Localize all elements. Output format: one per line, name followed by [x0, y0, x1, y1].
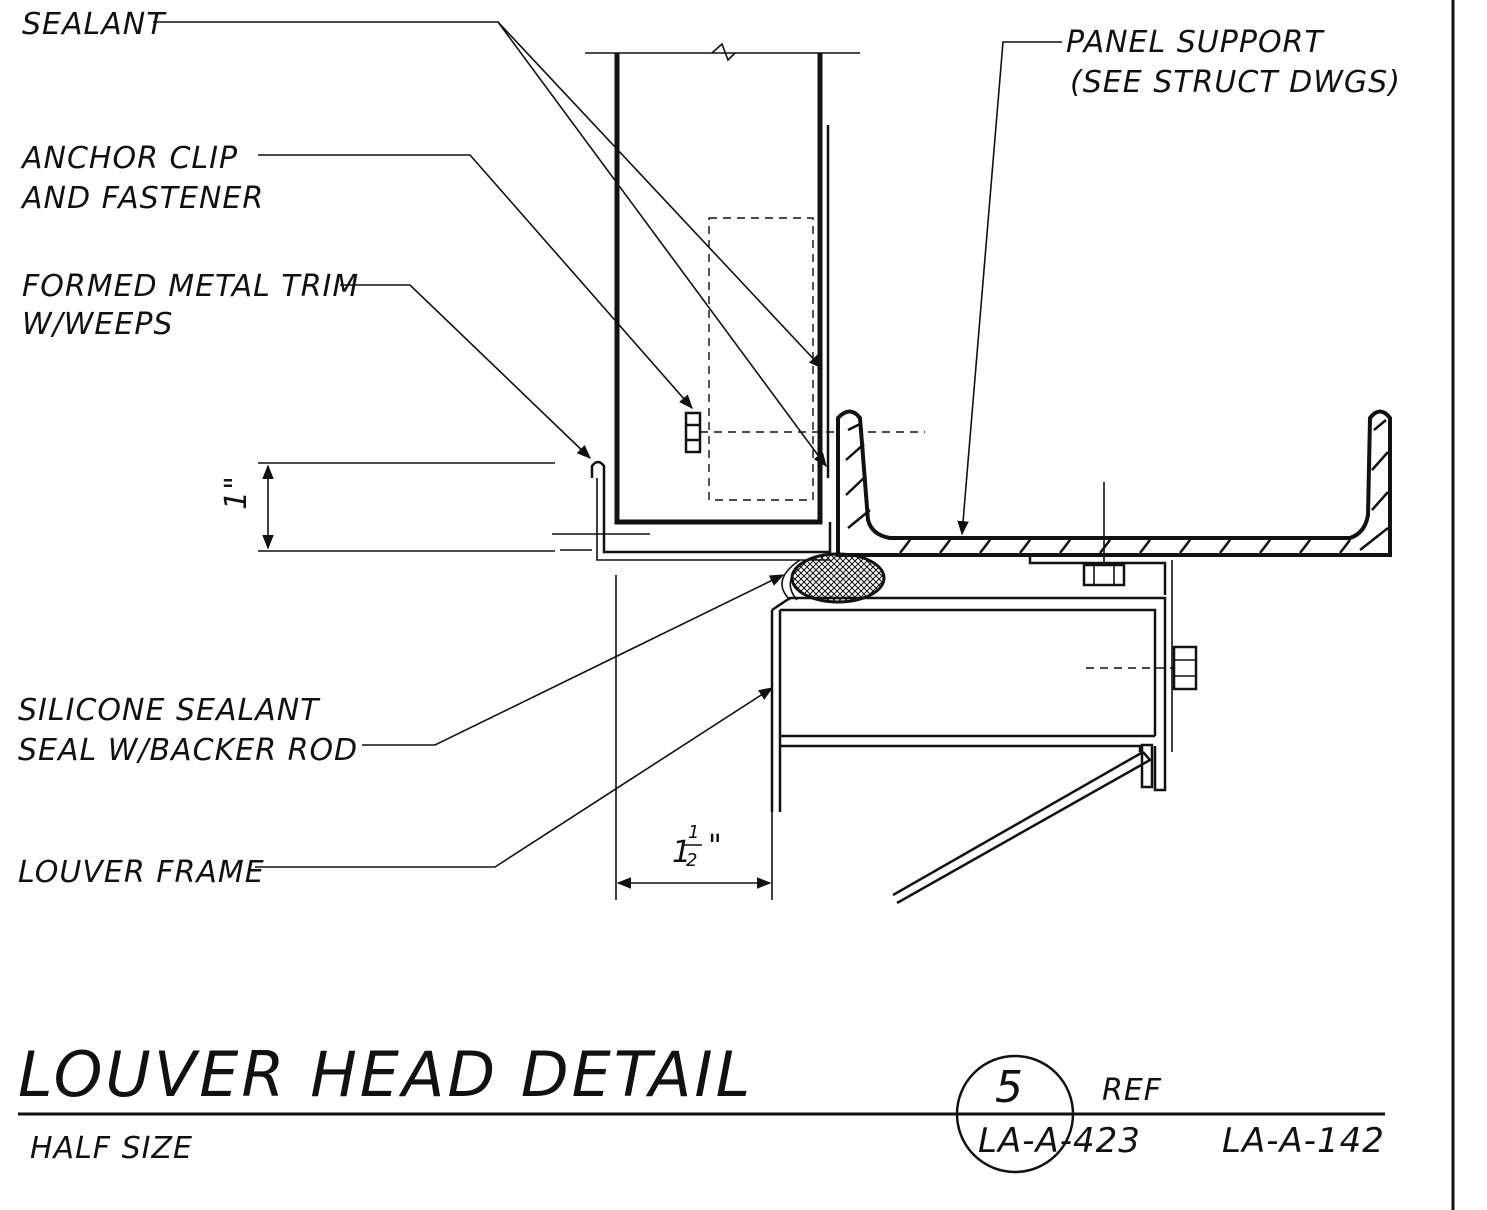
dim-horizontal-inch: "	[708, 829, 723, 864]
louver-frame	[770, 596, 1167, 905]
callout-formed-trim-line1: FORMED METAL TRIM	[22, 269, 359, 304]
callout-panel-support-line1: PANEL SUPPORT	[1066, 25, 1325, 60]
detail-title: LOUVER HEAD DETAIL	[18, 1038, 753, 1111]
support-clip-angle	[1028, 555, 1198, 752]
leader-anchor-clip	[258, 154, 693, 410]
panel-support-channel	[836, 409, 1392, 565]
detail-reference-bubble: 5 LA-A-423	[955, 1054, 1141, 1174]
ref-label: REF	[1102, 1073, 1162, 1108]
callout-anchor-clip-line2: AND FASTENER	[20, 181, 264, 216]
formed-metal-trim	[552, 460, 832, 561]
dim-horizontal-whole: 1	[672, 835, 692, 870]
callout-silicone-line1: SILICONE SEALANT	[18, 693, 321, 728]
leader-louver-frame	[255, 687, 774, 868]
ref-sheet: LA-A-142	[1222, 1121, 1385, 1161]
dim-horizontal-den: 2	[686, 850, 698, 871]
callout-panel-support-line2: (SEE STRUCT DWGS)	[1070, 65, 1401, 100]
detail-number: 5	[995, 1062, 1024, 1113]
leader-silicone	[362, 574, 785, 746]
leader-panel-support	[957, 41, 1062, 536]
dimension-vertical-1in: 1"	[219, 462, 555, 552]
leader-sealant	[153, 21, 827, 468]
callout-louver-frame: LOUVER FRAME	[18, 855, 265, 890]
wall-panel	[585, 42, 925, 525]
callout-silicone-line2: SEAL W/BACKER ROD	[18, 733, 358, 768]
dim-vertical-label: 1"	[219, 475, 254, 510]
silicone-sealant-backer-rod	[781, 552, 886, 604]
dim-horizontal-num: 1	[688, 822, 700, 843]
callout-anchor-clip-line1: ANCHOR CLIP	[20, 141, 238, 176]
detail-sheet: LA-A-423	[978, 1121, 1141, 1161]
detail-scale: HALF SIZE	[30, 1131, 193, 1166]
callout-formed-trim-line2: W/WEEPS	[22, 307, 173, 342]
leader-formed-trim	[340, 284, 592, 459]
dimension-horizontal-1-1-2in: 1 1 2 "	[616, 822, 772, 889]
callout-sealant: SEALANT	[22, 7, 167, 42]
